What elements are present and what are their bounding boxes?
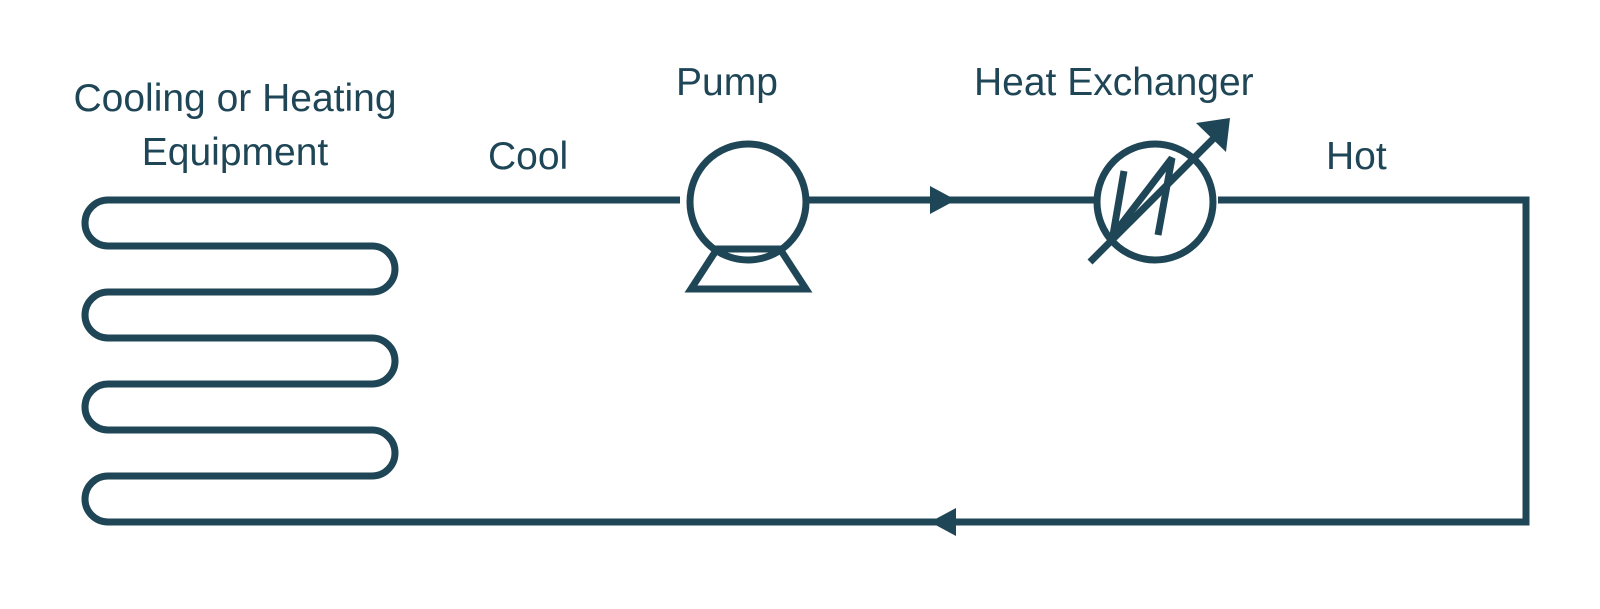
heat-exchanger-icon <box>1087 118 1230 265</box>
flow-arrow-right-icon <box>930 186 956 214</box>
flow-arrow-left-icon <box>930 508 956 536</box>
cool-label: Cool <box>488 135 569 178</box>
serpentine-coil <box>81 196 1530 526</box>
equipment-label-line2: Equipment <box>141 131 329 174</box>
pump-icon <box>684 140 813 293</box>
hot-label: Hot <box>1326 135 1387 178</box>
equipment-label: Cooling or Heating Equipment <box>40 72 430 180</box>
equipment-label-line1: Cooling or Heating <box>73 77 397 120</box>
heat-exchanger-label: Heat Exchanger <box>974 61 1254 104</box>
pump-label: Pump <box>676 61 778 104</box>
